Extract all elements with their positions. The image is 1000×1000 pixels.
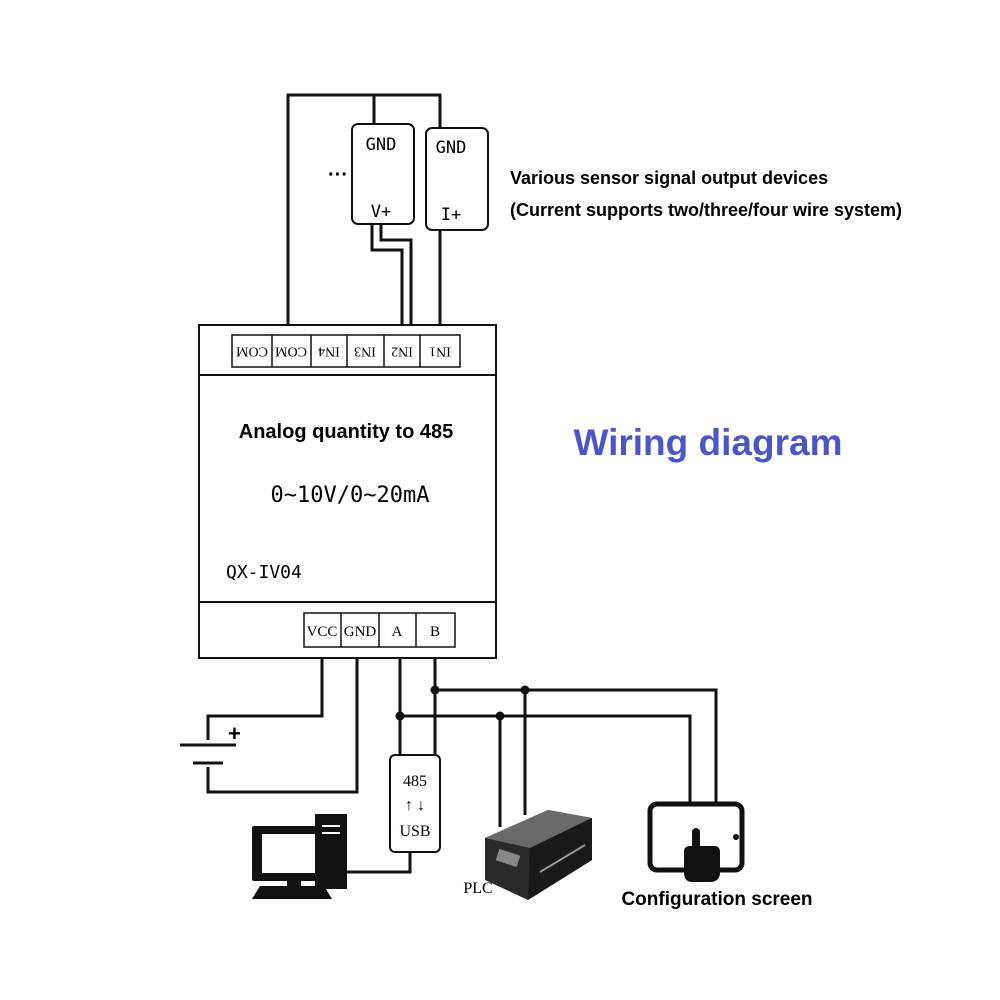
sensor-v-gnd-label: GND xyxy=(366,135,397,155)
sensor-description-line1: Various sensor signal output devices xyxy=(510,168,828,188)
terminal-com-1: COM xyxy=(236,344,268,359)
module-name: Analog quantity to 485 xyxy=(239,421,453,443)
terminal-b: B xyxy=(430,624,440,640)
converter-module: COM COM IN4 IN3 IN2 IN1 Analog quantity … xyxy=(198,324,497,659)
usb-485-converter: 485 ↑ ↓ USB xyxy=(389,754,441,853)
plc-icon xyxy=(485,810,592,900)
battery-plus-label: + xyxy=(228,721,241,746)
sensor-ellipsis: ··· xyxy=(328,164,348,186)
sensor-v-plus-label: V+ xyxy=(371,202,391,222)
page-title: Wiring diagram xyxy=(574,422,843,463)
junction-dots xyxy=(395,685,530,721)
sensor-wires xyxy=(286,93,442,325)
terminal-a: A xyxy=(392,624,403,640)
computer-icon xyxy=(252,814,347,899)
terminal-in2: IN2 xyxy=(391,344,413,359)
converter-arrows: ↑ ↓ xyxy=(405,797,425,814)
terminal-in1: IN1 xyxy=(429,344,451,359)
sensor-i-plus-label: I+ xyxy=(441,205,461,225)
top-terminal-block: COM COM IN4 IN3 IN2 IN1 xyxy=(231,334,461,368)
converter-485-label: 485 xyxy=(403,773,427,790)
sensor-i-gnd-label: GND xyxy=(436,138,467,158)
configuration-screen-label: Configuration screen xyxy=(621,889,812,910)
sensor-device-voltage: GND V+ xyxy=(351,123,415,225)
module-range: 0~10V/0~20mA xyxy=(271,483,430,508)
sensor-description-line2: (Current supports two/three/four wire sy… xyxy=(510,200,902,220)
terminal-gnd: GND xyxy=(344,624,377,640)
tap-hand-icon xyxy=(684,828,720,882)
plc-label: PLC xyxy=(463,880,492,897)
bottom-terminal-block: VCC GND A B xyxy=(303,612,456,648)
module-model: QX-IV04 xyxy=(226,562,302,583)
battery-icon xyxy=(180,743,236,765)
converter-usb-label: USB xyxy=(399,823,430,840)
terminal-com-2: COM xyxy=(275,344,307,359)
terminal-in4: IN4 xyxy=(318,344,340,359)
terminal-vcc: VCC xyxy=(307,624,338,640)
terminal-in3: IN3 xyxy=(354,344,376,359)
sensor-device-current: GND I+ xyxy=(425,127,489,231)
